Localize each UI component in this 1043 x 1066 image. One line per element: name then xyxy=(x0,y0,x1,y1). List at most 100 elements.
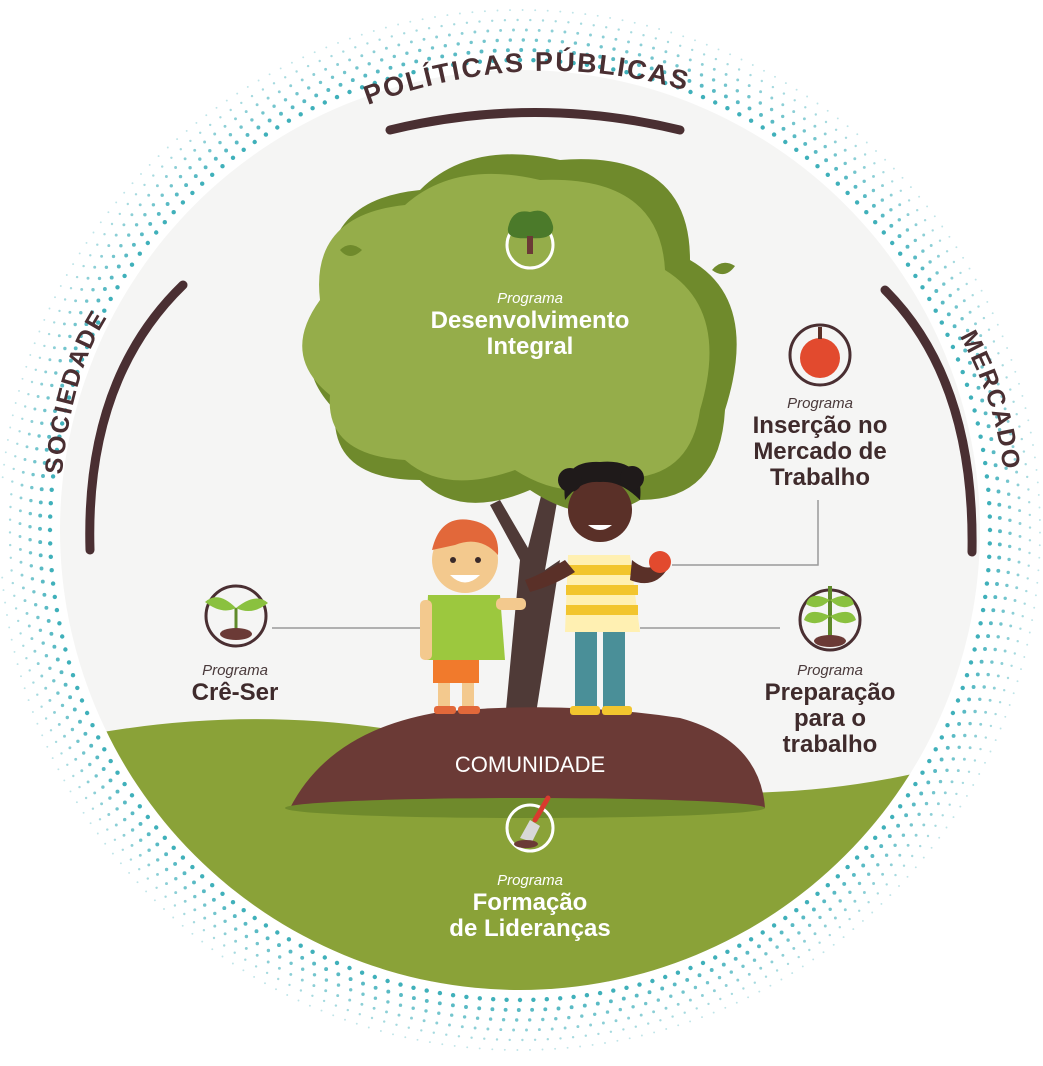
halo-dot xyxy=(962,757,966,761)
halo-dot xyxy=(813,932,817,936)
halo-dot xyxy=(1028,513,1032,517)
halo-dot xyxy=(1018,425,1021,428)
halo-dot xyxy=(1027,564,1030,567)
halo-dot xyxy=(372,50,376,54)
halo-dot xyxy=(1014,370,1017,373)
halo-dot xyxy=(1025,589,1028,593)
halo-dot xyxy=(688,89,693,95)
halo-dot xyxy=(60,421,65,426)
halo-dot xyxy=(51,757,54,760)
halo-dot xyxy=(68,695,73,700)
halo-dot xyxy=(801,915,806,920)
halo-dot xyxy=(1020,668,1022,671)
halo-dot xyxy=(23,458,27,461)
halo-dot xyxy=(851,872,856,877)
halo-dot xyxy=(22,644,25,647)
halo-dot xyxy=(324,978,329,982)
halo-dot xyxy=(618,1007,622,1012)
halo-dot xyxy=(781,953,785,957)
halo-dot xyxy=(496,9,499,12)
halo-dot xyxy=(137,251,142,256)
halo-dot xyxy=(616,1039,619,1042)
halo-dot xyxy=(199,131,202,134)
halo-dot xyxy=(904,813,909,818)
halo-dot xyxy=(6,438,9,441)
halo-dot xyxy=(215,106,218,109)
halo-dot xyxy=(9,505,12,509)
tree-canopy xyxy=(302,154,737,513)
halo-dot xyxy=(988,698,992,702)
halo-dot xyxy=(889,193,893,197)
halo-dot xyxy=(913,781,918,787)
halo-dot xyxy=(835,181,840,186)
halo-dot xyxy=(185,129,188,132)
halo-dot xyxy=(1028,539,1032,542)
halo-dot xyxy=(102,747,107,752)
halo-dot xyxy=(104,842,107,845)
halo-dot xyxy=(322,999,326,1003)
halo-dot xyxy=(1001,335,1004,338)
halo-dot xyxy=(991,312,994,315)
halo-dot xyxy=(803,939,806,943)
halo-dot xyxy=(453,52,458,57)
halo-dot xyxy=(792,946,796,950)
halo-dot xyxy=(82,811,85,814)
halo-dot xyxy=(501,1018,506,1022)
halo-dot xyxy=(41,641,45,645)
halo-dot xyxy=(980,365,984,369)
halo-dot xyxy=(32,590,36,594)
halo-dot xyxy=(379,1030,382,1032)
halo-dot xyxy=(748,937,754,942)
halo-dot xyxy=(48,501,53,506)
halo-dot xyxy=(804,900,810,905)
halo-dot xyxy=(967,360,972,365)
halo-dot xyxy=(347,89,352,95)
halo-dot xyxy=(914,833,918,837)
halo-dot xyxy=(503,1048,506,1051)
halo-dot xyxy=(504,997,509,1002)
halo-dot xyxy=(453,23,456,26)
halo-dot xyxy=(348,998,352,1002)
halo-dot xyxy=(679,44,682,47)
halo-dot xyxy=(75,369,80,375)
halo-dot xyxy=(933,747,938,752)
halo-dot xyxy=(116,264,121,269)
halo-dot xyxy=(975,634,980,639)
halo-dot xyxy=(822,951,825,954)
halo-dot xyxy=(968,395,974,400)
halo-dot xyxy=(994,739,997,742)
halo-dot xyxy=(123,817,127,822)
halo-dot xyxy=(263,132,269,137)
halo-dot xyxy=(203,140,207,144)
soil-mound xyxy=(290,707,765,808)
halo-dot xyxy=(48,698,52,702)
halo-dot xyxy=(4,601,7,604)
halo-dot xyxy=(911,854,914,858)
halo-dot xyxy=(974,322,977,326)
halo-dot xyxy=(100,802,104,806)
halo-dot xyxy=(933,308,938,313)
halo-dot xyxy=(48,541,53,546)
halo-dot xyxy=(775,945,779,949)
halo-dot xyxy=(712,1011,715,1014)
halo-dot xyxy=(872,882,876,885)
halo-dot xyxy=(1004,715,1007,718)
halo-dot xyxy=(96,735,101,740)
halo-dot xyxy=(770,960,774,964)
halo-dot xyxy=(533,1038,537,1042)
halo-dot xyxy=(813,137,817,141)
boy-figure xyxy=(420,519,526,714)
halo-dot xyxy=(213,924,217,928)
halo-dot xyxy=(241,147,246,152)
halo-dot xyxy=(83,731,88,736)
halo-dot xyxy=(446,14,449,17)
halo-dot xyxy=(25,365,28,368)
halo-dot xyxy=(926,205,929,208)
halo-dot xyxy=(660,986,665,991)
halo-dot xyxy=(712,989,716,993)
halo-dot xyxy=(984,581,990,586)
halo-dot xyxy=(385,76,390,82)
halo-dot xyxy=(491,997,496,1002)
halo-dot xyxy=(794,147,799,152)
halo-dot xyxy=(337,41,339,44)
